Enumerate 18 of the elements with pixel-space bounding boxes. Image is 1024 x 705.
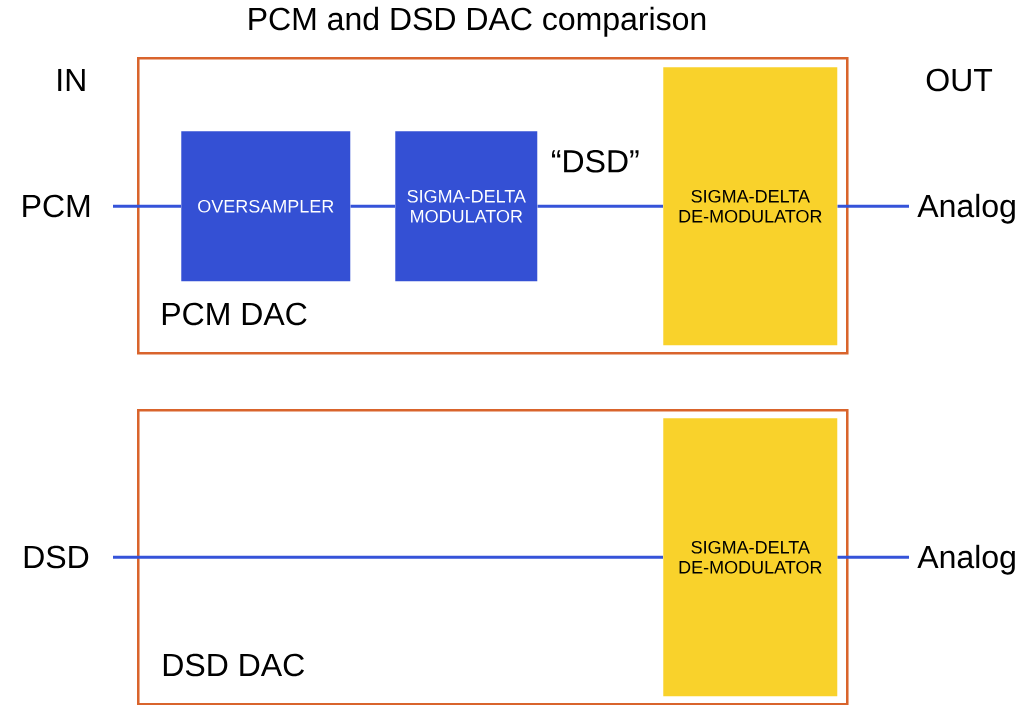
signal-line [113, 204, 181, 208]
process-box: SIGMA-DELTA DE-MODULATOR [663, 67, 838, 346]
signal-line [113, 555, 663, 559]
signal-line [837, 204, 909, 208]
signal-label: Analog [917, 193, 1015, 224]
process-box: OVERSAMPLER [181, 131, 351, 282]
signal-label: PCM [23, 194, 90, 218]
column-heading: OUT [926, 68, 993, 92]
process-box: SIGMA-DELTA DE-MODULATOR [663, 418, 838, 697]
signal-line [837, 555, 909, 559]
signal-label: Analog [917, 544, 1015, 575]
signal-line [350, 204, 395, 208]
signal-label: DSD [24, 545, 89, 569]
edge-label: “DSD” [549, 148, 642, 174]
column-heading: IN [58, 68, 85, 91]
diagram-title: PCM and DSD DAC comparison [249, 6, 706, 37]
signal-line [537, 204, 663, 208]
process-box: SIGMA-DELTA MODULATOR [395, 131, 538, 282]
